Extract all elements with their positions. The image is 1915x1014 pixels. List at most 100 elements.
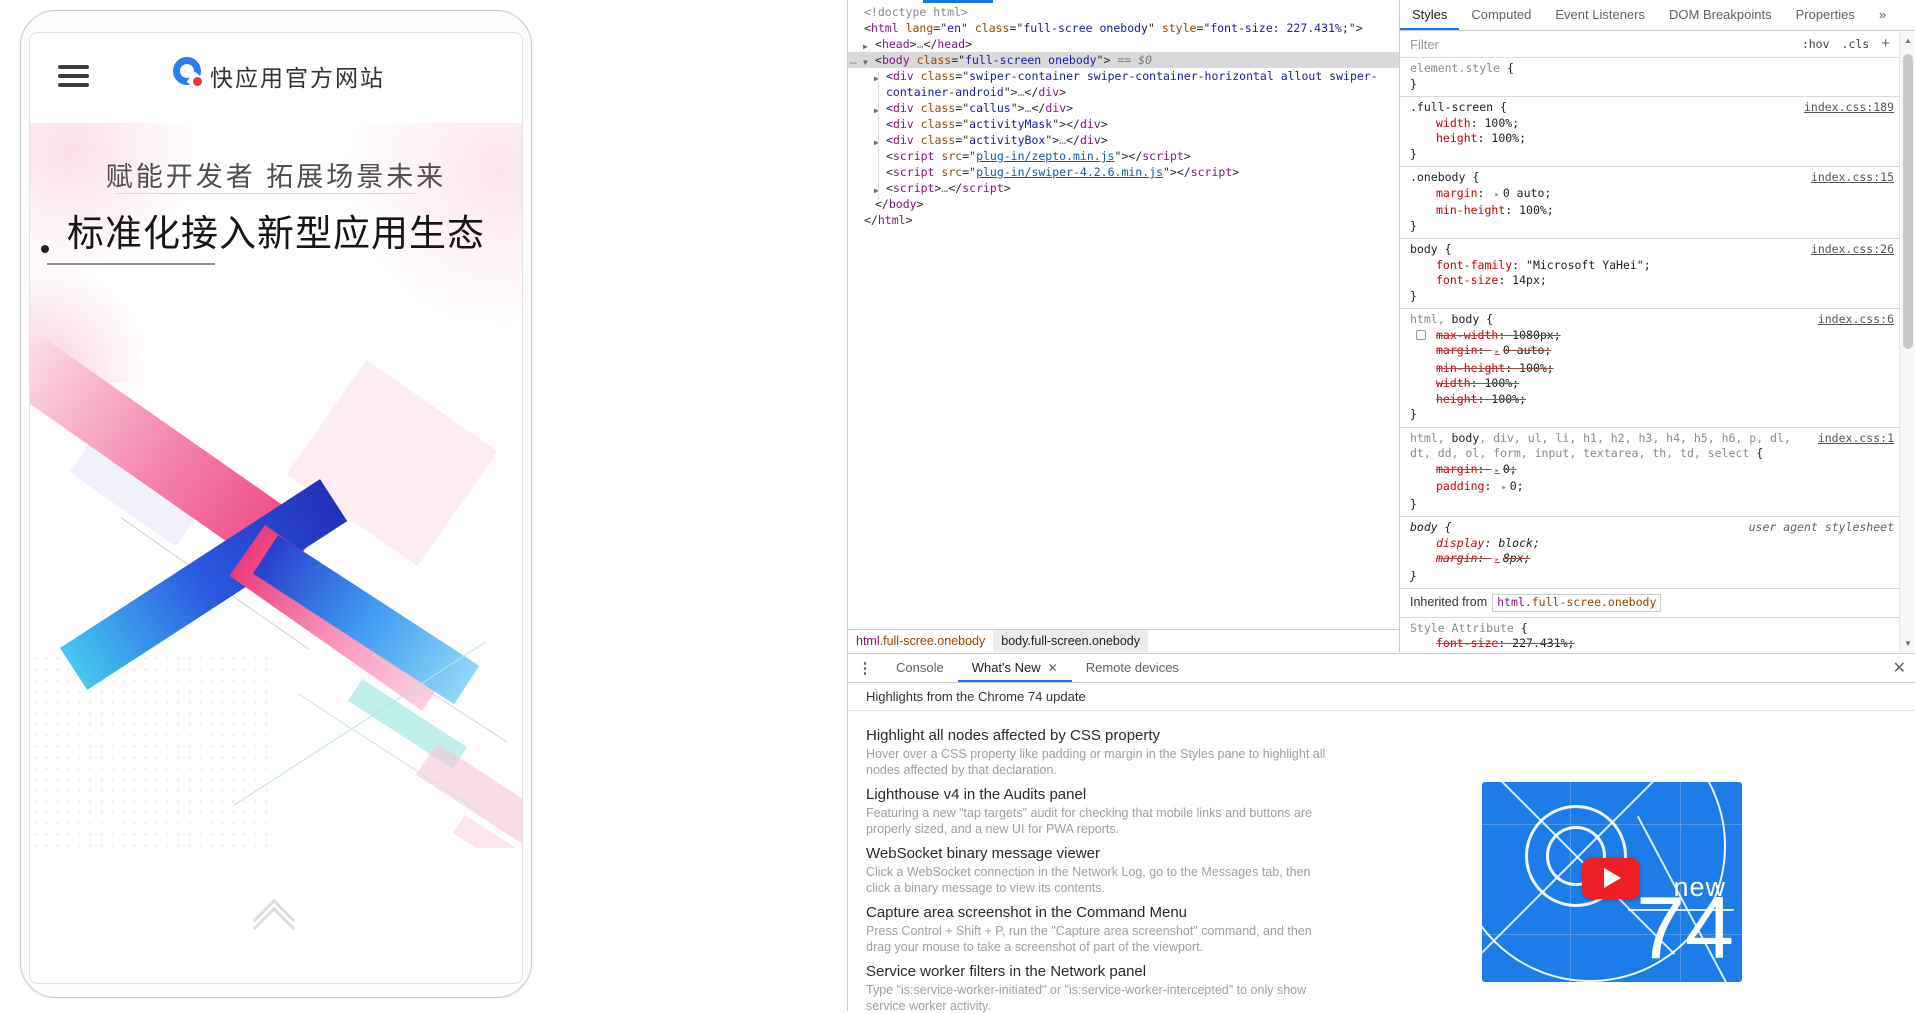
tab-close-icon[interactable]: ✕ [1047,661,1058,675]
dom-tree-node[interactable]: ▶<div class="activityBox">…</div> [848,132,1399,148]
dom-tree-node[interactable]: <div class="activityMask"></div> [886,117,1108,131]
dom-tree-node[interactable]: <!doctype html> [864,5,968,19]
stylesheet-link[interactable]: index.css:1 [1817,430,1894,445]
stylesheet-link[interactable]: index.css:26 [1810,242,1894,256]
disclosure-arrow-icon[interactable]: ▶ [874,74,879,83]
whatsnew-item-description: Type "is:service-worker-initiated" or "i… [866,983,1307,1013]
drawer-tab-remote-devices[interactable]: Remote devices [1085,660,1179,675]
style-rule: .full-screen { index.css:189 width: 100%;h… [1400,97,1900,167]
rule-selector: body { [1410,520,1452,534]
sidebar-tab-dom-breakpoints[interactable]: DOM Breakpoints [1669,7,1772,22]
drawer-close-icon[interactable]: ✕ [1892,660,1906,677]
whatsnew-item-description: Hover over a CSS property like padding o… [866,747,1326,777]
styles-toolbar-button[interactable]: .cls [1841,37,1870,51]
inherited-node-link[interactable]: html.full-scree.onebody [1492,594,1662,612]
styles-toolbar-button[interactable]: + [1881,35,1890,52]
css-declaration[interactable]: font-size: 227.431%; [1436,636,1575,650]
sidebar-tab-properties[interactable]: Properties [1795,7,1855,22]
whatsnew-item-title[interactable]: Service worker filters in the Network pa… [866,963,1147,980]
declaration-checkbox[interactable] [1416,329,1426,340]
rule-selector: Style Attribute { [1410,620,1528,635]
css-declaration[interactable]: font-size: 14px; [1436,273,1547,287]
youtube-play-icon[interactable] [1582,858,1640,899]
styles-scrollbar[interactable]: ▲ ▼ [1899,32,1915,652]
rule-selector: .full-screen { [1410,100,1507,114]
hamburger-menu-icon[interactable] [58,65,89,89]
filter-input[interactable]: Filter [1410,36,1439,52]
css-declaration[interactable]: height: 100%; [1436,131,1527,145]
elements-panel: <!doctype html> <html lang="en" class="fu… [848,0,1399,629]
css-declaration[interactable]: padding: ▸0; [1436,479,1524,493]
chrome-blueprint-circle [1525,805,1627,907]
disclosure-arrow-icon[interactable]: ▶ [874,186,879,195]
css-declaration[interactable]: width: 100%; [1436,376,1520,390]
hero-subtitle: 赋能开发者 拓展场景未来 [105,162,447,192]
stylesheet-link[interactable]: index.css:6 [1817,312,1894,326]
css-declaration[interactable]: height: 100%; [1436,391,1527,406]
stylesheet-link[interactable]: index.css:189 [1803,100,1894,114]
sidebar-tab-styles[interactable]: Styles [1400,0,1459,30]
drawer-tab-console[interactable]: Console [896,660,944,675]
disclosure-arrow-icon[interactable]: ▶ [863,42,868,51]
drawer-menu-icon[interactable]: ⋮ [857,660,873,677]
css-declaration[interactable]: font-family: "Microsoft YaHei"; [1436,257,1651,272]
css-declaration[interactable]: margin: ▸0 auto; [1436,185,1552,200]
css-declaration[interactable]: min-height: 100%; [1436,203,1554,217]
sidebar-tab--[interactable]: » [1878,7,1887,22]
breadcrumb-crumb[interactable]: html.full-scree.onebody [856,634,986,648]
hero-underline-1 [116,193,416,194]
dom-tree-node[interactable]: </html> [864,213,913,227]
dom-tree-node[interactable]: ▶<script>…</script> [848,180,1399,196]
dom-tree-node[interactable]: ▶<head>…</head> [848,36,1399,52]
dom-tree-node[interactable]: </body> [875,197,924,211]
rule-selector: .onebody { [1410,170,1480,184]
disclosure-arrow-icon[interactable]: ▶ [874,138,879,147]
whatsnew-item-title[interactable]: Highlight all nodes affected by CSS prop… [866,727,1161,744]
dom-tree-node[interactable]: ▶<div class="callus">…</div> [848,100,1399,116]
whatsnew-item: Highlight all nodes affected by CSS prop… [866,727,1915,778]
css-declaration[interactable]: margin: ▸8px; [1436,551,1531,565]
device-emulator-frame: 快应用官方网站 赋能开发者 拓展场景未来 标准化接入新型应用生态 [20,10,532,998]
disclosure-arrow-icon[interactable]: ▼ [863,58,868,67]
style-rule: .onebody { index.css:15 margin: ▸0 auto; mi… [1400,167,1900,239]
css-declaration[interactable]: display: block; [1436,535,1540,550]
whatsnew-item-title[interactable]: Capture area screenshot in the Command M… [866,904,1188,921]
dom-tree-node[interactable]: <html lang="en" class="full-scree onebod… [864,21,1363,35]
css-declaration[interactable]: min-height: 100%; [1436,360,1554,375]
whatsnew-item-description: Press Control + Shift + P, run the "Capt… [866,924,1312,954]
hero-bullet-dot [41,245,49,253]
scrollbar-up-arrow[interactable]: ▲ [1904,36,1912,45]
dom-tree-node[interactable]: ▶<div class="swiper-container swiper-con… [874,69,1378,99]
hero-underline-2 [47,263,215,265]
drawer-tabs: ⋮ Console What's New✕ Remote devices ✕ [848,654,1915,683]
whatsnew-video-thumbnail[interactable]: new 74 [1482,782,1742,982]
sidebar-tab-computed[interactable]: Computed [1471,7,1532,22]
whatsnew-item-title[interactable]: WebSocket binary message viewer [866,845,1100,862]
site-title: 快应用官方网站 [210,65,385,91]
dom-tree-node[interactable]: <script src="plug-in/zepto.min.js"></scr… [886,149,1191,163]
whatsnew-item-description: Click a WebSocket connection in the Netw… [866,865,1311,895]
css-declaration[interactable]: max-width: 1080px; [1410,328,1894,344]
scrollbar-thumb[interactable] [1903,54,1913,349]
dom-tree-node[interactable]: …▼<body class="full-screen onebody"> == … [848,52,1399,68]
whatsnew-item-title[interactable]: Lighthouse v4 in the Audits panel [866,786,1087,803]
css-declaration[interactable]: width: 100%; [1436,115,1520,130]
breadcrumb-crumb[interactable]: body.full-screen.onebody [993,630,1148,652]
styles-toolbar-button[interactable]: :hov [1801,37,1830,51]
styles-sidebar: Styles Computed Event Listeners DOM Breakpo… [1399,0,1915,652]
drawer-tab-what-s-new[interactable]: What's New✕ [958,654,1072,682]
style-rule: element.style {} [1400,58,1900,97]
stylesheet-link[interactable]: index.css:15 [1810,170,1894,184]
css-declaration[interactable]: margin: ▸0; [1436,461,1517,476]
scrollbar-down-arrow[interactable]: ▼ [1904,639,1912,648]
css-declaration[interactable]: margin: ▸0 auto; [1436,343,1552,357]
sidebar-tab-event-listeners[interactable]: Event Listeners [1555,7,1645,22]
hero-background [30,123,522,383]
dom-tree-node[interactable]: <script src="plug-in/swiper-4.2.6.min.js… [886,165,1240,179]
disclosure-arrow-icon[interactable]: ▶ [874,106,879,115]
scroll-up-chevron-icon[interactable] [252,898,296,950]
breadcrumb: html.full-scree.onebody body.full-screen.… [848,629,1399,652]
